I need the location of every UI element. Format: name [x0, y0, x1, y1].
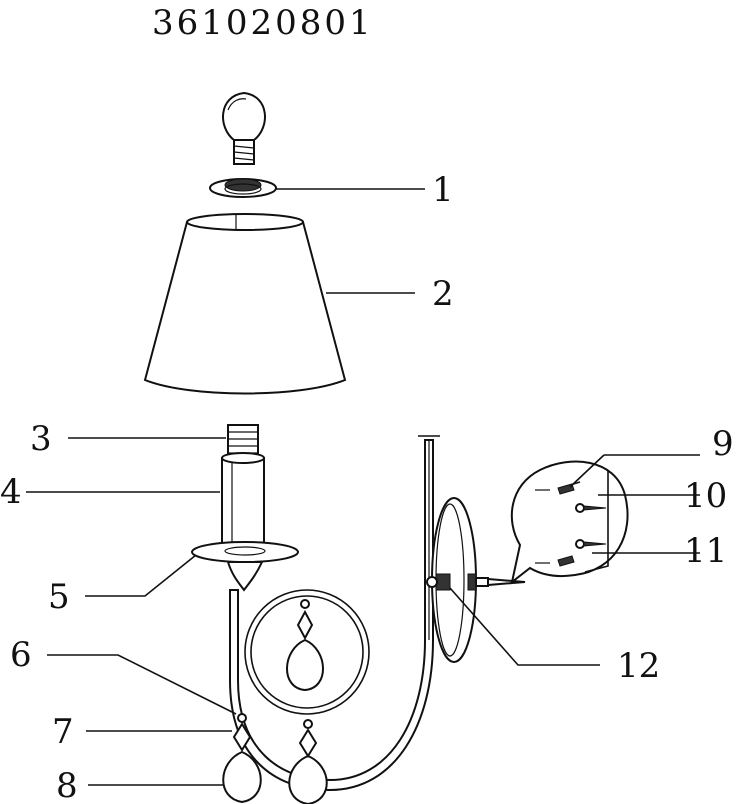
label-7: 7: [52, 712, 74, 752]
crystal-drop-right: [288, 719, 328, 804]
hardware-detail-callout: [510, 460, 629, 585]
label-5: 5: [48, 577, 70, 617]
drip-cup: [191, 541, 299, 592]
model-number: 361020801: [152, 3, 374, 43]
leader-line-5: [85, 554, 197, 597]
leader-line-12: [449, 587, 600, 666]
label-6: 6: [10, 635, 32, 675]
light-bulb: [222, 91, 266, 165]
lampshade: [143, 213, 347, 395]
crystal-drop-center: [286, 599, 324, 692]
label-9: 9: [712, 424, 734, 464]
label-8: 8: [56, 766, 78, 804]
label-12: 12: [617, 646, 660, 686]
label-10: 10: [684, 476, 727, 516]
label-11: 11: [684, 531, 727, 571]
label-3: 3: [30, 419, 52, 459]
candle-sleeve: [221, 452, 265, 549]
label-4: 4: [0, 472, 22, 512]
label-1: 1: [432, 170, 454, 210]
lampshade-ring: [209, 178, 277, 198]
leader-line-6: [47, 654, 237, 715]
crystal-drop-left: [222, 713, 262, 804]
leader-line-9a: [569, 454, 605, 488]
wall-plate: [426, 497, 477, 663]
mounting-bolt: [467, 573, 526, 591]
label-2: 2: [432, 274, 454, 314]
